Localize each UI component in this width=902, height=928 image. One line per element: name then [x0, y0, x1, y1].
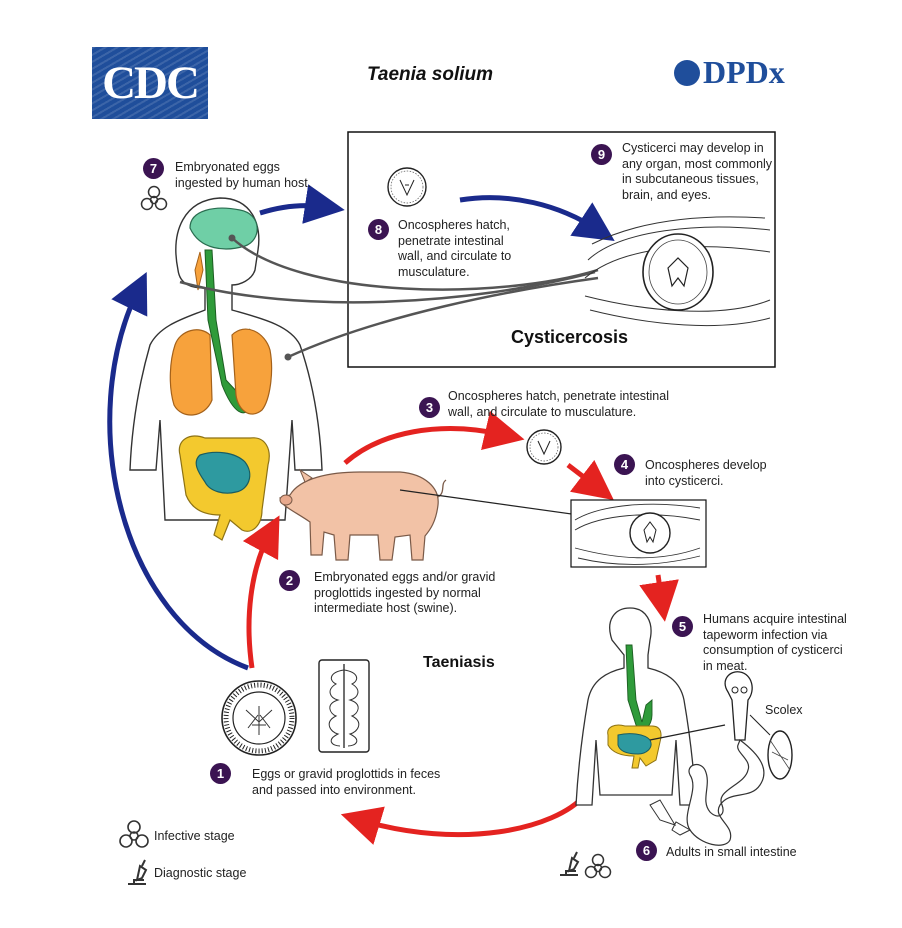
small-intestine — [195, 451, 251, 494]
step-2-number: 2 — [279, 570, 300, 591]
microscope-icon-step6 — [560, 851, 580, 876]
step-9-number: 9 — [591, 144, 612, 165]
biohazard-icon-step7 — [140, 185, 168, 211]
egg — [221, 680, 297, 756]
biohazard-icon-step6 — [584, 853, 612, 879]
step-6-text: Adults in small intestine — [666, 845, 797, 859]
step-5-number: 5 — [672, 616, 693, 637]
oncosphere-3 — [526, 429, 562, 465]
step-1-number: 1 — [210, 763, 231, 784]
lung-left — [169, 329, 213, 416]
arrow-3-to-4 — [566, 459, 614, 501]
step-7-number: 7 — [143, 158, 164, 179]
human-host-right — [575, 607, 726, 806]
gravid-proglottid — [318, 659, 370, 753]
human-host-figure — [129, 197, 323, 541]
legend-infective-stage: Infective stage — [154, 829, 235, 843]
arrow-8-to-9 — [459, 195, 615, 241]
biohazard-icon-legend — [119, 820, 149, 848]
cdc-logo: CDC — [92, 47, 208, 119]
step-4-number: 4 — [614, 454, 635, 475]
scolex-label: Scolex — [765, 703, 803, 717]
cysticercosis-label: Cysticercosis — [511, 327, 629, 347]
taeniasis-label: Taeniasis — [423, 654, 495, 671]
oncosphere-8 — [387, 167, 427, 207]
cysticercus-tissue-large — [584, 216, 771, 327]
adult-tapeworm — [649, 671, 793, 846]
lung-right — [231, 328, 273, 415]
cysticercosis-box — [347, 131, 776, 368]
arrow-1-to-2 — [242, 515, 280, 669]
arrow-1-to-7 — [107, 271, 249, 671]
legend-diagnostic-stage: Diagnostic stage — [154, 866, 247, 880]
arrow-6-to-1 — [340, 793, 587, 845]
dpdx-badge-icon — [674, 59, 700, 86]
step-3-number: 3 — [419, 397, 440, 418]
arrow-4-to-5 — [639, 574, 679, 622]
brain — [189, 207, 258, 250]
arrow-7-to-8 — [259, 184, 345, 224]
arrow-2-to-3 — [343, 411, 525, 465]
cysticercus-tissue-small — [574, 503, 701, 565]
step-6-number: 6 — [636, 840, 657, 861]
page-title: Taenia solium — [367, 64, 493, 85]
dpdx-logo: DPDx — [674, 55, 785, 89]
step-8-number: 8 — [368, 219, 389, 240]
pig-figure — [279, 468, 447, 561]
microscope-icon-legend — [128, 859, 148, 885]
